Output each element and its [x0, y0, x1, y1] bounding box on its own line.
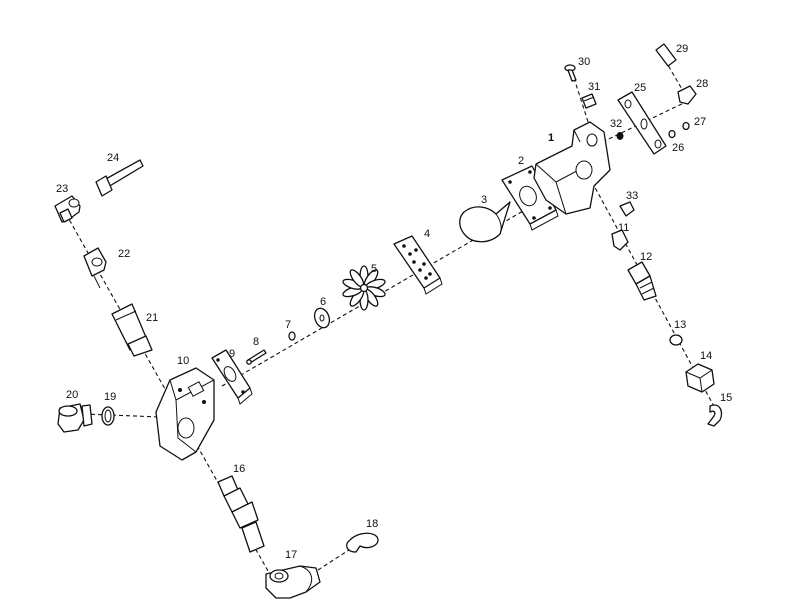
callout-1: 1	[548, 132, 554, 144]
part-21-sleeve	[111, 303, 153, 357]
part-9-flange	[211, 349, 253, 405]
callout-10: 10	[177, 355, 189, 367]
axis-side-cap	[83, 413, 161, 418]
part-22-fitting	[83, 247, 107, 289]
part-18-hook	[345, 532, 379, 553]
part-27-ring	[682, 121, 690, 131]
callout-25: 25	[634, 82, 646, 94]
callout-6: 6	[320, 296, 326, 308]
callout-12: 12	[640, 251, 652, 263]
callout-7: 7	[285, 319, 291, 331]
callout-17: 17	[285, 549, 297, 561]
callout-33: 33	[626, 190, 638, 202]
part-20-cap	[57, 403, 93, 433]
callout-2: 2	[518, 155, 524, 167]
part-31-nut	[581, 93, 597, 109]
callout-30: 30	[578, 56, 590, 68]
callout-8: 8	[253, 336, 259, 348]
axis-hook-18	[317, 547, 353, 571]
part-4-plate	[393, 235, 443, 295]
callout-32: 32	[610, 118, 622, 130]
callout-16: 16	[233, 463, 245, 475]
part-17-elbow	[265, 565, 321, 599]
part-29-pin	[655, 43, 677, 67]
part-24-bolt	[95, 159, 144, 197]
callout-27: 27	[694, 116, 706, 128]
callout-3: 3	[481, 194, 487, 206]
part-15-tube	[707, 404, 723, 427]
part-16-shaft	[217, 475, 265, 553]
part-6-washer	[313, 307, 331, 329]
part-13-ball	[669, 334, 683, 346]
callout-19: 19	[104, 391, 116, 403]
part-12-fitting	[627, 261, 657, 301]
callout-13: 13	[674, 319, 686, 331]
axis-main-upper	[589, 99, 691, 149]
part-1-housing	[533, 121, 611, 215]
callout-24: 24	[107, 152, 119, 164]
callout-14: 14	[700, 350, 712, 362]
part-10-housing	[155, 367, 215, 461]
callout-21: 21	[146, 312, 158, 324]
part-5-impeller	[342, 265, 386, 311]
callouts: 1 2 3 4 5 6 7 8 9 10 11 12 13 14 15 16 1…	[56, 43, 732, 561]
callout-11: 11	[618, 222, 629, 234]
part-23-elbow	[54, 195, 81, 223]
callout-22: 22	[118, 248, 130, 260]
callout-4: 4	[424, 228, 430, 240]
callout-15: 15	[720, 392, 732, 404]
callout-9: 9	[229, 348, 235, 360]
part-19-oring	[101, 406, 115, 426]
part-7-ring	[288, 331, 296, 341]
callout-28: 28	[696, 78, 708, 90]
part-3-cone	[459, 201, 511, 243]
callout-31: 31	[588, 81, 600, 93]
part-11-plug	[611, 229, 629, 251]
part-14-hexnut	[685, 363, 715, 393]
part-26-ring	[668, 129, 676, 139]
axis-top-screw	[573, 77, 591, 129]
part-30-screw	[564, 64, 577, 82]
callout-23: 23	[56, 183, 68, 195]
part-33-nozzle	[619, 201, 635, 217]
part-28-elbow	[677, 85, 697, 105]
callout-29: 29	[676, 43, 688, 55]
part-2-flange	[501, 165, 559, 231]
callout-18: 18	[366, 518, 378, 530]
part-32-ring	[616, 132, 624, 140]
callout-5: 5	[371, 263, 377, 275]
part-8-pin	[246, 349, 267, 365]
part-25-bar	[617, 91, 667, 155]
callout-26: 26	[672, 142, 684, 154]
callout-20: 20	[66, 389, 78, 401]
